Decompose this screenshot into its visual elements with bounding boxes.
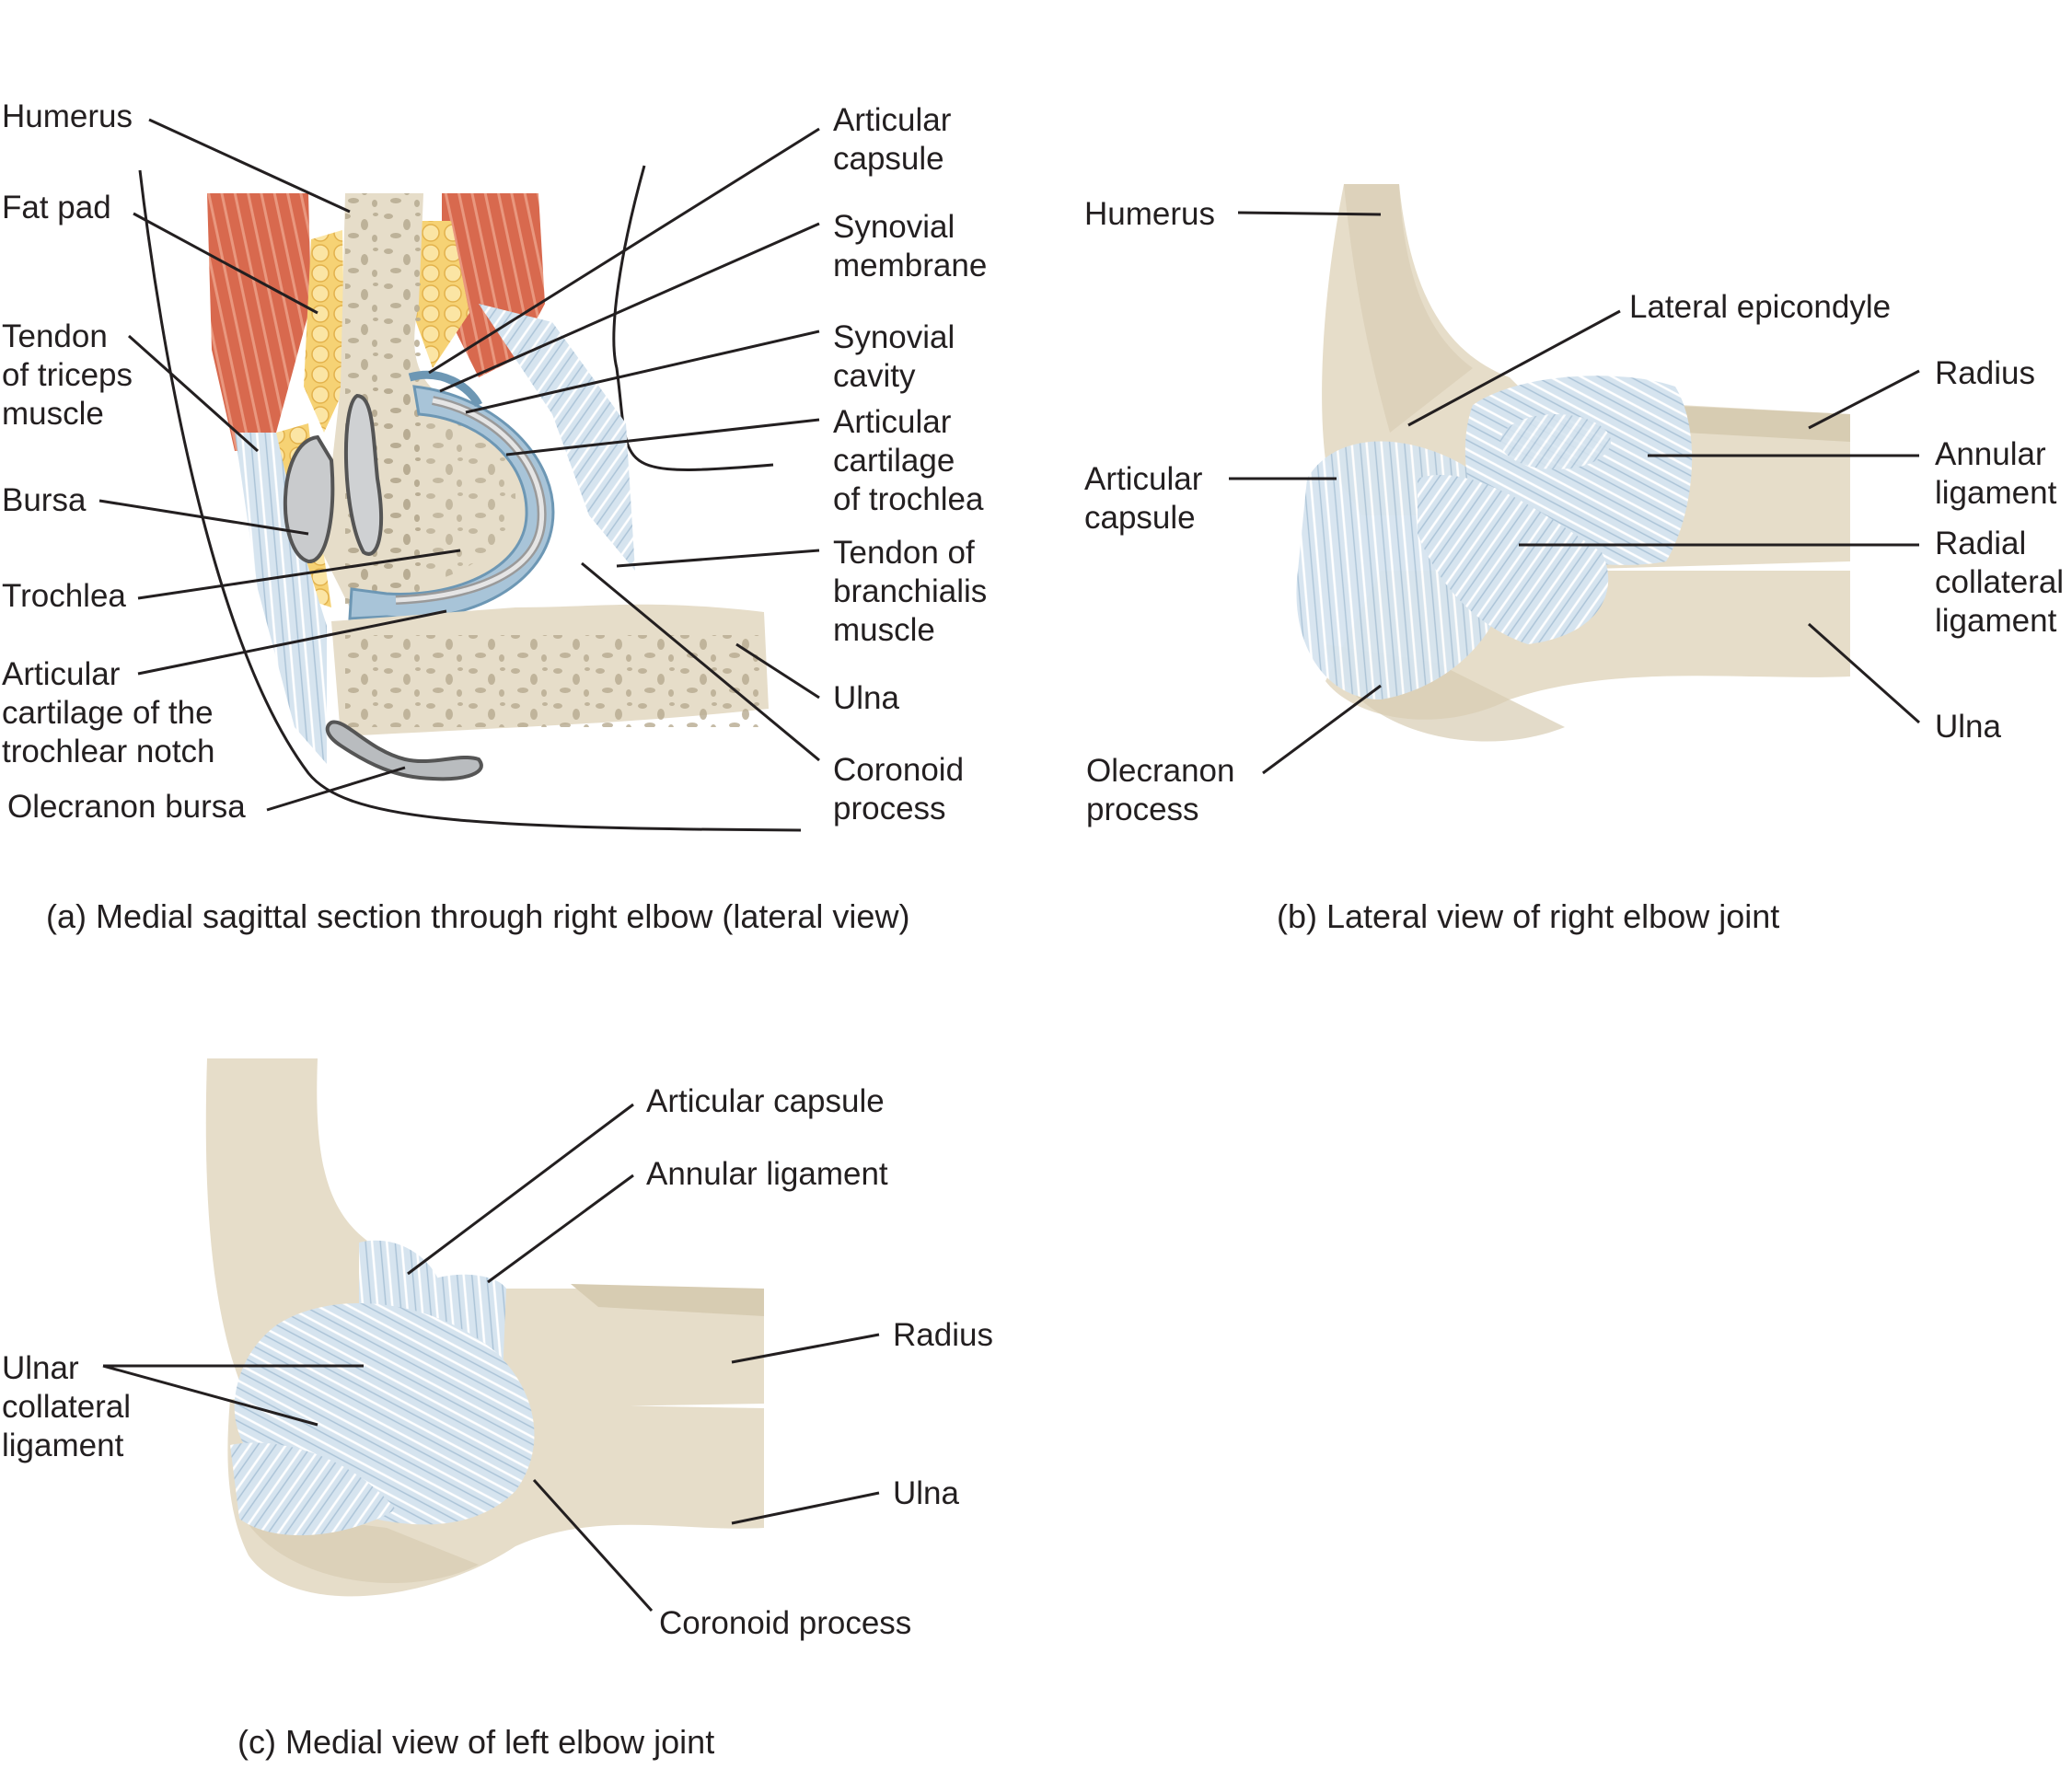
label-cartilage-trochlea: Articular cartilage of trochlea <box>833 404 984 517</box>
label-ulna-a: Ulna <box>833 680 899 716</box>
label-radial-collateral-ligament: Radial collateral ligament <box>1935 526 2065 639</box>
label-annular-ligament-c: Annular ligament <box>646 1156 888 1192</box>
label-cartilage-trochlear-notch: Articular cartilage of the trochlear not… <box>2 656 215 769</box>
label-fat-pad: Fat pad <box>2 190 111 225</box>
label-synovial-membrane: Synovial membrane <box>833 209 988 283</box>
label-bursa: Bursa <box>2 482 87 518</box>
label-humerus-b: Humerus <box>1084 196 1215 232</box>
label-radius-b: Radius <box>1935 355 2035 391</box>
panel-a-leader-lines <box>98 118 820 812</box>
label-synovial-cavity: Synovial cavity <box>833 319 955 394</box>
label-olecranon-bursa: Olecranon bursa <box>7 789 246 825</box>
panel-c-leader-lines <box>102 1103 880 1613</box>
caption-panel-a: (a) Medial sagittal section through righ… <box>46 897 910 935</box>
label-ulnar-collateral-ligament: Ulnar collateral ligament <box>2 1350 132 1463</box>
panel-b-illustration <box>1296 184 1850 742</box>
label-articular-capsule-a: Articular capsule <box>833 102 952 177</box>
label-ulna-b: Ulna <box>1935 709 2001 745</box>
label-tendon-brachialis: Tendon of branchialis muscle <box>833 535 988 648</box>
label-articular-capsule-b: Articular capsule <box>1084 461 1203 536</box>
label-coronoid-a: Coronoid process <box>833 752 965 827</box>
caption-panel-c: (c) Medial view of left elbow joint <box>237 1723 715 1761</box>
panel-a-illustration <box>138 165 802 832</box>
label-ulna-c: Ulna <box>893 1475 959 1511</box>
caption-panel-b: (b) Lateral view of right elbow joint <box>1277 897 1780 935</box>
label-radius-c: Radius <box>893 1317 993 1353</box>
label-coronoid-c: Coronoid process <box>659 1605 912 1641</box>
label-tendon-triceps: Tendon of triceps muscle <box>2 318 133 432</box>
label-trochlea: Trochlea <box>2 578 126 614</box>
label-lateral-epicondyle: Lateral epicondyle <box>1629 289 1892 325</box>
label-annular-ligament-b: Annular ligament <box>1935 436 2057 511</box>
panel-c-illustration <box>205 1058 765 1597</box>
label-humerus-a: Humerus <box>2 98 133 134</box>
label-articular-capsule-c: Articular capsule <box>646 1083 885 1119</box>
label-olecranon-process: Olecranon process <box>1086 753 1235 827</box>
panel-b-leader-lines <box>1229 211 1920 775</box>
